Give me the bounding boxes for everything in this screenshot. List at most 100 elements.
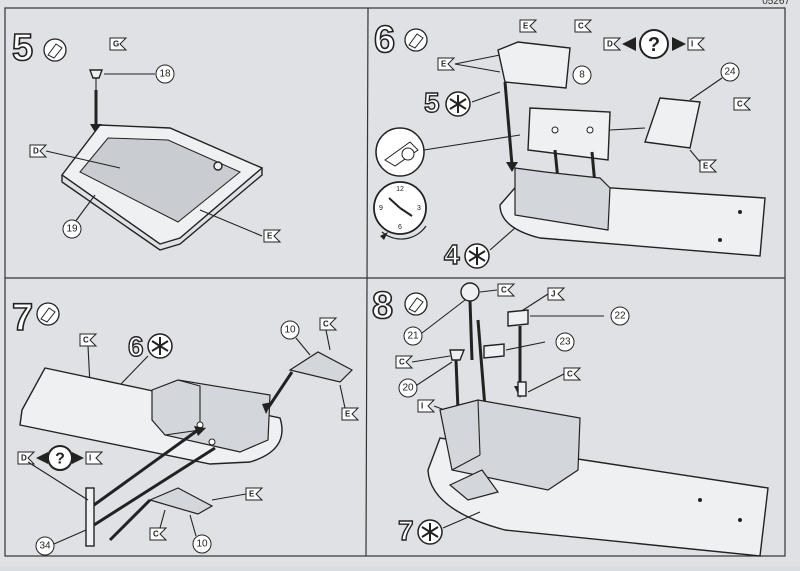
- svg-text:C: C: [578, 22, 584, 31]
- question-mark-icon: ?: [648, 34, 660, 56]
- svg-text:E: E: [703, 162, 709, 171]
- svg-text:C: C: [501, 286, 507, 295]
- svg-text:D: D: [21, 454, 27, 463]
- svg-text:18: 18: [159, 69, 171, 80]
- step-8-number: 8: [372, 285, 393, 327]
- back-wall-panel: [497, 41, 571, 172]
- svg-text:C: C: [737, 100, 743, 109]
- svg-text:12: 12: [396, 186, 404, 193]
- svg-text:C: C: [153, 530, 159, 539]
- step-7-number: 7: [12, 297, 33, 339]
- tag-e-bottom: E: [211, 487, 264, 501]
- part-23: [483, 341, 546, 359]
- svg-text:10: 10: [196, 539, 208, 550]
- assembly-ref-4: 4: [444, 239, 460, 270]
- svg-text:10: 10: [284, 325, 296, 336]
- callout-18: 18: [155, 64, 175, 84]
- tag-d-question: D ? I: [603, 29, 706, 59]
- asterisk-icon: [417, 511, 481, 545]
- svg-text:D: D: [607, 40, 613, 49]
- side-wall-panel: [609, 97, 701, 149]
- svg-text:21: 21: [407, 331, 419, 342]
- svg-text:8: 8: [579, 70, 585, 81]
- callout-8: 8: [572, 65, 592, 85]
- callout-19: 19: [62, 194, 96, 239]
- clock-icon: 12 3 6 9: [373, 181, 427, 240]
- callout-24: 24: [689, 62, 740, 101]
- glue-icon: [404, 292, 428, 316]
- tag-e-stair: E: [339, 384, 360, 421]
- svg-text:34: 34: [39, 541, 51, 552]
- svg-text:20: 20: [402, 383, 414, 394]
- callout-23: 23: [555, 332, 575, 352]
- svg-text:C: C: [567, 370, 573, 379]
- tag-e-right: E: [689, 149, 718, 173]
- svg-text:I: I: [691, 40, 693, 49]
- asterisk-icon: [445, 91, 471, 117]
- svg-text:C: C: [83, 336, 89, 345]
- step-6-number: 6: [374, 19, 395, 61]
- svg-text:D: D: [33, 147, 39, 156]
- tag-c-right: C: [527, 367, 582, 393]
- svg-text:22: 22: [614, 311, 626, 322]
- svg-text:23: 23: [559, 337, 571, 348]
- tape-icon: [375, 127, 521, 177]
- stair-part-bottom: [108, 487, 214, 542]
- tag-e: E: [199, 209, 282, 243]
- tag-c-20: C: [395, 355, 451, 369]
- deck-assembly: [499, 167, 766, 257]
- callout-10-bottom: 10: [189, 514, 212, 554]
- deck-assembly: [19, 367, 283, 465]
- tag-g: G: [109, 37, 128, 51]
- tag-c-top: C: [574, 19, 593, 33]
- tag-e-top: E: [519, 19, 538, 33]
- svg-text:I: I: [421, 402, 423, 411]
- step-5-panel: 5 G 18 D: [11, 26, 282, 251]
- svg-text:?: ?: [55, 451, 65, 468]
- page-number: 05267: [762, 0, 790, 7]
- tag-c-stair: C: [319, 317, 338, 351]
- svg-text:E: E: [523, 22, 529, 31]
- svg-text:E: E: [267, 232, 273, 241]
- panel-grid: [4, 7, 786, 557]
- svg-text:9: 9: [379, 205, 383, 212]
- callout-10-top: 10: [280, 320, 311, 356]
- tag-d-question: D ? I: [17, 445, 104, 471]
- tag-c-right: C: [733, 97, 752, 111]
- svg-text:24: 24: [724, 67, 736, 78]
- deck-assembly: [427, 381, 769, 557]
- stair-part-top: [262, 351, 353, 414]
- tag-c-21: C: [479, 283, 516, 297]
- svg-text:I: I: [89, 454, 91, 463]
- step-5-number: 5: [12, 27, 33, 69]
- callout-20: 20: [398, 361, 453, 398]
- tag-e-left: E: [437, 54, 501, 73]
- svg-text:19: 19: [66, 224, 78, 235]
- asterisk-icon: [464, 227, 516, 269]
- assembly-ref-7: 7: [398, 515, 414, 546]
- assembly-ref-6: 6: [128, 331, 144, 362]
- glue-icon: [404, 28, 428, 52]
- svg-text:J: J: [551, 290, 555, 299]
- svg-text:E: E: [249, 490, 255, 499]
- glue-ref-5: 5: [424, 87, 440, 118]
- glue-icon: [36, 302, 60, 326]
- base-plate: [61, 124, 264, 251]
- callout-21: 21: [403, 299, 466, 346]
- tag-c-bottom: C: [149, 509, 168, 541]
- svg-text:G: G: [113, 40, 119, 49]
- svg-text:3: 3: [417, 205, 421, 212]
- step-8-panel: 8 C 21 J: [371, 282, 769, 557]
- callout-34: 34: [35, 529, 87, 556]
- tag-j: J: [519, 287, 566, 313]
- svg-text:C: C: [323, 320, 329, 329]
- svg-text:6: 6: [398, 224, 402, 231]
- svg-text:E: E: [345, 410, 351, 419]
- glue-icon: [43, 38, 67, 62]
- part-34-mast: [27, 426, 216, 547]
- svg-text:C: C: [399, 358, 405, 367]
- step-7-panel: 7 C 6 10 C: [11, 296, 360, 556]
- step-6-panel: 6 E C E D ? I: [373, 18, 766, 271]
